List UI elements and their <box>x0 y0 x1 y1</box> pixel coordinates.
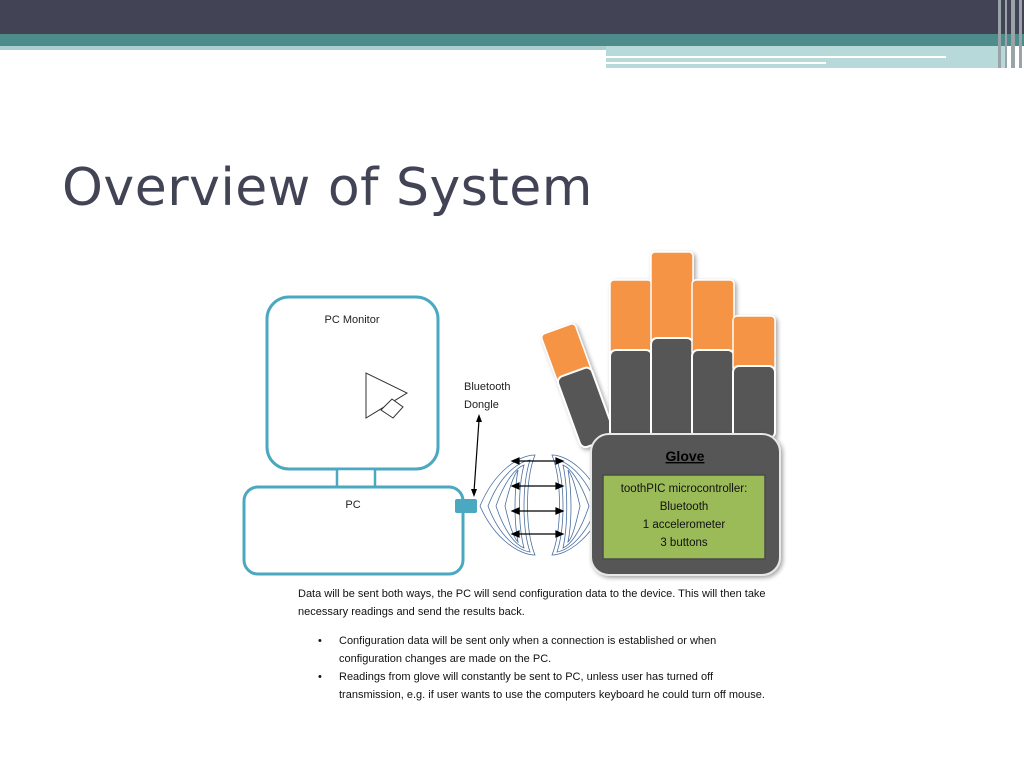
header-band-accent <box>606 46 1006 68</box>
pc-label: PC <box>345 499 360 511</box>
bullet-icon: • <box>318 671 322 683</box>
list-item: • Readings from glove will constantly be… <box>298 668 768 704</box>
pc-box <box>242 485 465 576</box>
accent-line <box>606 56 946 58</box>
dongle-label-line2: Dongle <box>464 399 499 411</box>
pc-monitor-label: PC Monitor <box>324 314 379 326</box>
glove-spec-panel <box>602 474 766 560</box>
header-band-light <box>0 46 606 50</box>
dongle-pointer-arrow <box>471 414 482 497</box>
system-description: Data will be sent both ways, the PC will… <box>298 588 766 618</box>
list-item: • Configuration data will be sent only w… <box>298 632 768 668</box>
accent-line <box>606 62 826 64</box>
list-item-text: Configuration data will be sent only whe… <box>339 635 717 665</box>
slide-title: Overview of System <box>62 158 593 218</box>
list-item-text: Readings from glove will constantly be s… <box>339 671 765 701</box>
glove-spec-line: 1 accelerometer <box>643 519 726 531</box>
glove-title: Glove <box>666 448 705 464</box>
header-bar <box>0 0 1024 34</box>
glove-spec-line: 3 buttons <box>660 537 708 549</box>
monitor-stand <box>335 467 377 489</box>
header-band-teal <box>0 34 1024 46</box>
header-edge-stripes <box>994 0 1024 68</box>
wireless-signal-icon <box>479 454 606 556</box>
dongle-label-line1: Bluetooth <box>464 381 510 393</box>
mouse-cursor-icon <box>365 372 409 419</box>
bullet-list: • Configuration data will be sent only w… <box>298 632 768 704</box>
glove-spec-line: toothPIC microcontroller: <box>621 483 748 495</box>
bullet-icon: • <box>318 635 322 647</box>
data-transfer-arrows <box>510 457 565 538</box>
bluetooth-dongle <box>455 499 477 513</box>
glove-spec-line: Bluetooth <box>660 501 709 513</box>
glove-fingers <box>540 251 776 449</box>
